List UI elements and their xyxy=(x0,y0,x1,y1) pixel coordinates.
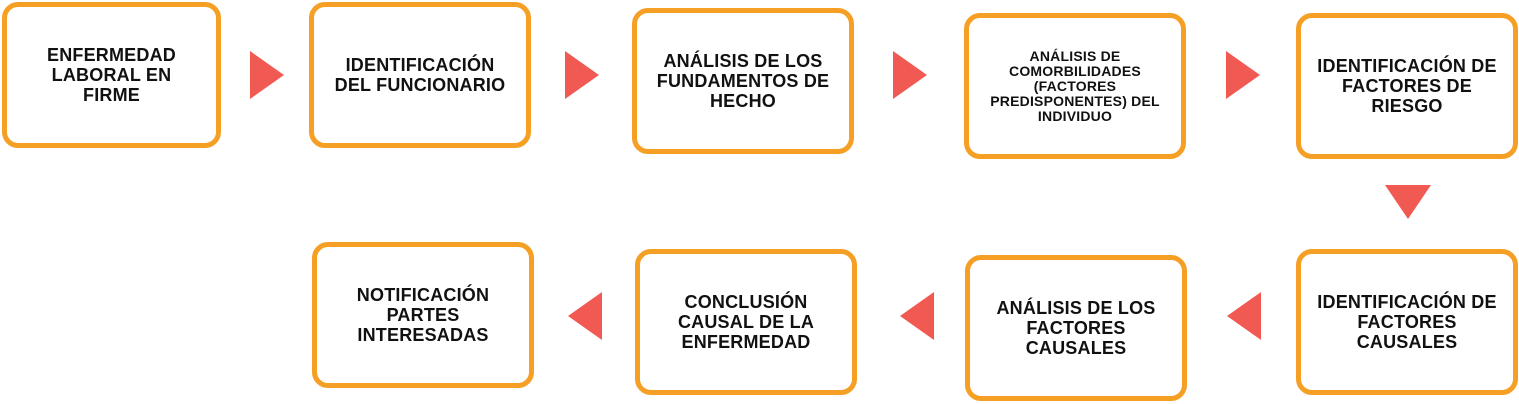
arrow-right-icon xyxy=(1226,51,1260,99)
arrow-left-icon xyxy=(900,292,934,340)
step-label: ANÁLISIS DE COMORBILIDADES (FACTORES PRE… xyxy=(990,47,1160,124)
step-notificacion: NOTIFICACIÓN PARTES INTERESADAS xyxy=(312,242,534,388)
step-label: ANÁLISIS DE LOS FACTORES CAUSALES xyxy=(996,298,1156,358)
step-identificacion-riesgo: IDENTIFICACIÓN DE FACTORES DE RIESGO xyxy=(1296,13,1518,159)
step-label: ENFERMEDAD LABORAL EN FIRME xyxy=(46,45,176,105)
step-conclusion-causal: CONCLUSIÓN CAUSAL DE LA ENFERMEDAD xyxy=(635,249,857,395)
step-enfermedad-laboral: ENFERMEDAD LABORAL EN FIRME xyxy=(2,2,221,148)
arrow-right-icon xyxy=(250,51,284,99)
arrow-down-icon xyxy=(1385,185,1431,219)
step-label: IDENTIFICACIÓN DEL FUNCIONARIO xyxy=(334,55,506,95)
step-analisis-fundamentos: ANÁLISIS DE LOS FUNDAMENTOS DE HECHO xyxy=(632,8,854,154)
step-identificacion-funcionario: IDENTIFICACIÓN DEL FUNCIONARIO xyxy=(309,2,531,148)
step-identificacion-causales: IDENTIFICACIÓN DE FACTORES CAUSALES xyxy=(1296,249,1518,395)
arrow-right-icon xyxy=(565,51,599,99)
step-analisis-causales: ANÁLISIS DE LOS FACTORES CAUSALES xyxy=(965,255,1187,401)
step-label: IDENTIFICACIÓN DE FACTORES DE RIESGO xyxy=(1317,56,1497,116)
arrow-right-icon xyxy=(893,51,927,99)
step-label: IDENTIFICACIÓN DE FACTORES CAUSALES xyxy=(1317,292,1497,352)
step-label: NOTIFICACIÓN PARTES INTERESADAS xyxy=(356,285,490,345)
step-label: ANÁLISIS DE LOS FUNDAMENTOS DE HECHO xyxy=(656,51,830,111)
arrow-left-icon xyxy=(1227,292,1261,340)
arrow-left-icon xyxy=(568,292,602,340)
step-label: CONCLUSIÓN CAUSAL DE LA ENFERMEDAD xyxy=(677,292,815,352)
step-analisis-comorbilidades: ANÁLISIS DE COMORBILIDADES (FACTORES PRE… xyxy=(964,13,1186,159)
